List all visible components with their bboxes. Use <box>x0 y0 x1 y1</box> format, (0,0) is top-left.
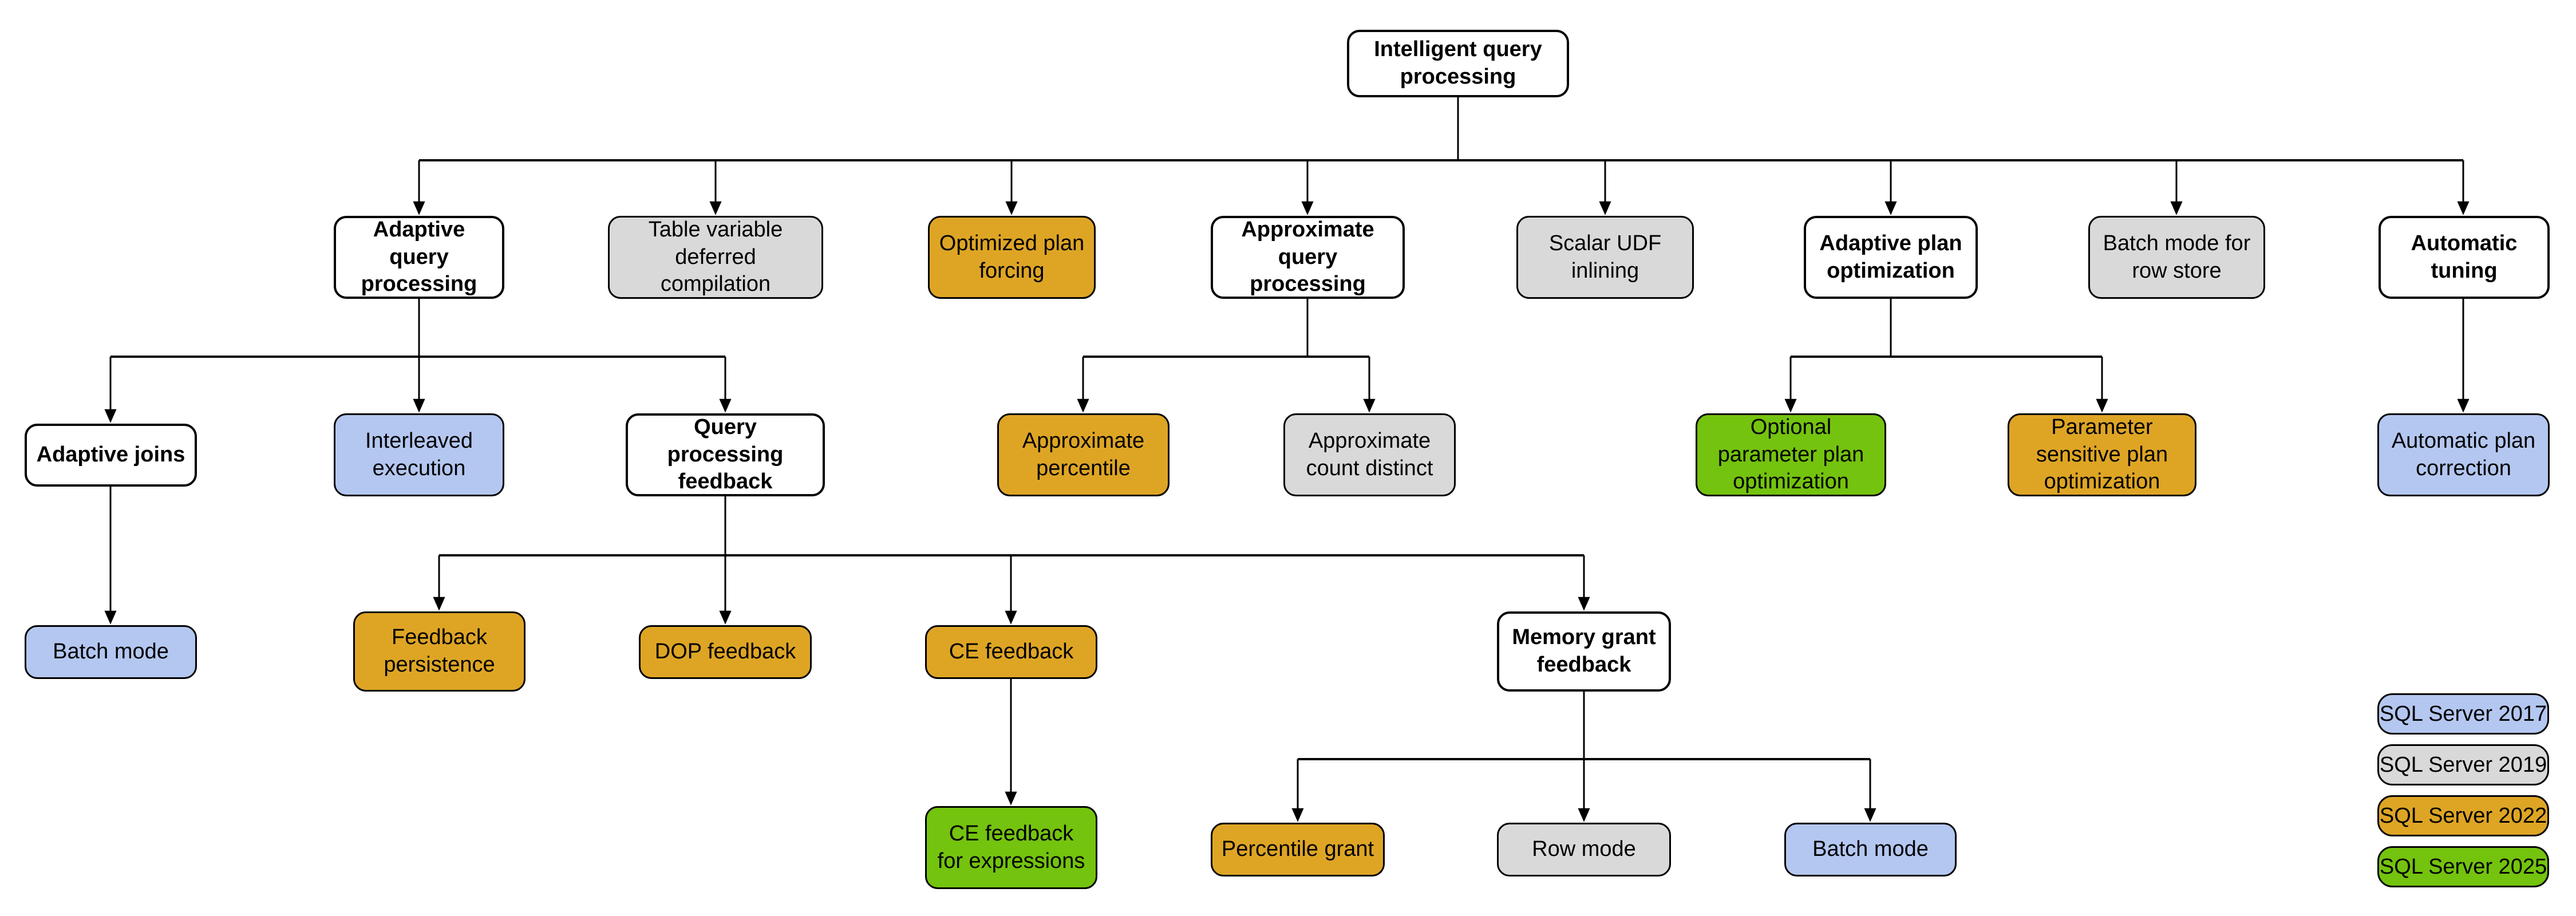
node-adaptive-plan-optimization: Adaptive plan optimization <box>1804 216 1978 299</box>
node-automatic-plan-correction: Automatic plan correction <box>2377 413 2550 496</box>
edges-query-processing-feedback <box>433 496 1590 625</box>
node-ce-feedback: CE feedback <box>925 625 1097 679</box>
node-approximate-query-processing: Approximate query processing <box>1211 216 1405 299</box>
node-batch-mode-memory-grant: Batch mode <box>1784 823 1957 876</box>
edges-memory-grant-feedback <box>1291 692 1876 822</box>
legend-sql-server-2022: SQL Server 2022 <box>2377 795 2549 836</box>
node-dop-feedback: DOP feedback <box>639 625 812 679</box>
node-memory-grant-feedback: Memory grant feedback <box>1497 611 1671 692</box>
node-batch-mode-for-row-store: Batch mode for row store <box>2088 216 2265 299</box>
legend-sql-server-2017: SQL Server 2017 <box>2377 693 2549 735</box>
edges-approximate-query-processing <box>1077 299 1376 413</box>
node-adaptive-query-processing: Adaptive query processing <box>334 216 504 299</box>
node-adaptive-joins: Adaptive joins <box>25 424 197 487</box>
node-query-processing-feedback: Query processing feedback <box>626 413 825 496</box>
edges-root <box>413 97 2470 215</box>
edges-adaptive-query-processing <box>104 299 732 423</box>
node-batch-mode-adaptive-joins: Batch mode <box>25 625 197 679</box>
legend-sql-server-2025: SQL Server 2025 <box>2377 846 2549 887</box>
node-parameter-sensitive-plan-optimization: Parameter sensitive plan optimization <box>2008 413 2196 496</box>
node-ce-feedback-for-expressions: CE feedback for expressions <box>925 806 1097 889</box>
node-percentile-grant: Percentile grant <box>1211 823 1385 876</box>
legend-sql-server-2019: SQL Server 2019 <box>2377 744 2549 785</box>
node-table-variable-deferred-compilation: Table variable deferred compilation <box>608 216 823 299</box>
node-optimized-plan-forcing: Optimized plan forcing <box>928 216 1096 299</box>
node-interleaved-execution: Interleaved execution <box>334 413 504 496</box>
node-row-mode: Row mode <box>1497 823 1671 876</box>
edges-adaptive-plan-optimization <box>1784 299 2108 413</box>
node-feedback-persistence: Feedback persistence <box>353 611 526 692</box>
node-scalar-udf-inlining: Scalar UDF inlining <box>1516 216 1694 299</box>
node-approximate-count-distinct: Approximate count distinct <box>1283 413 1456 496</box>
node-intelligent-query-processing: Intelligent query processing <box>1347 30 1569 97</box>
node-optional-parameter-plan-optimization: Optional parameter plan optimization <box>1696 413 1886 496</box>
node-approximate-percentile: Approximate percentile <box>997 413 1170 496</box>
node-automatic-tuning: Automatic tuning <box>2379 216 2550 299</box>
